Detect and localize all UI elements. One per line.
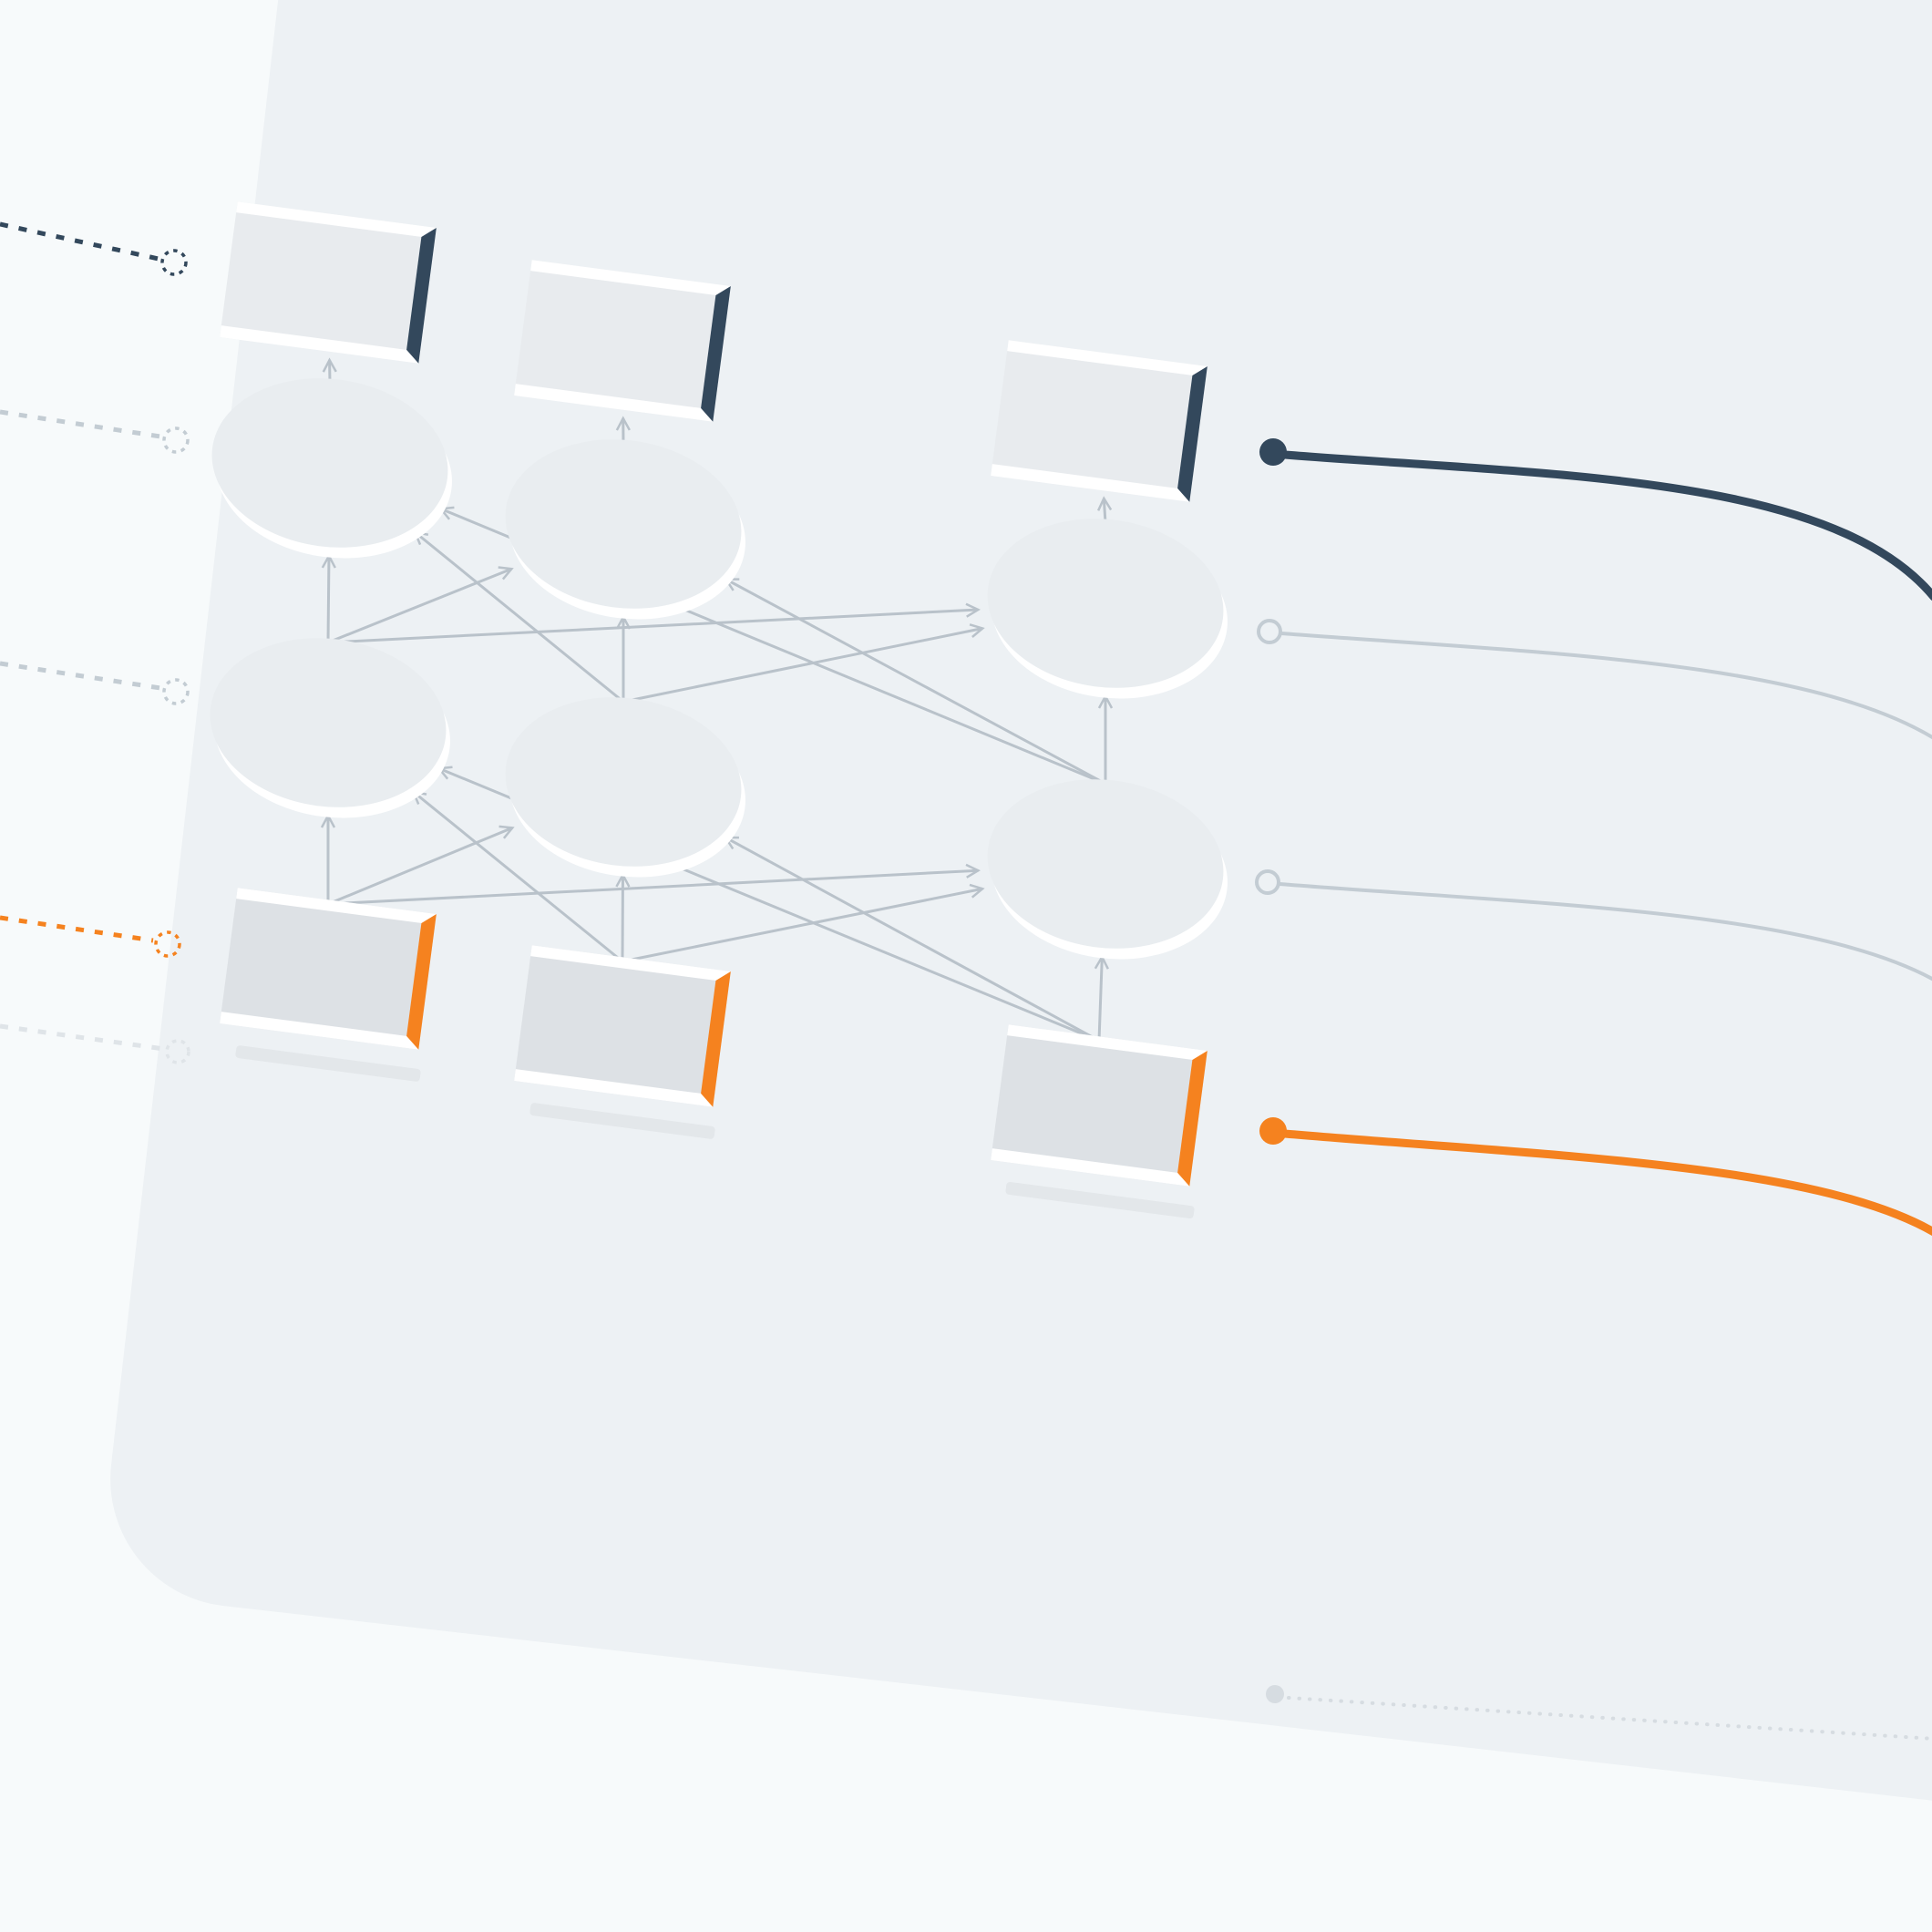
output-curve-3 xyxy=(1278,882,1932,981)
ellipse-6-disc xyxy=(977,765,1238,973)
arrow-box-bottom-2-to-ellipse-4 xyxy=(411,790,623,963)
arrow-ellipse-5-to-ellipse-1 xyxy=(413,530,624,704)
right-curve-connectors xyxy=(1255,438,1932,1237)
box-bottom-2-slab xyxy=(514,945,731,1107)
arrow-box-bottom-1-to-ellipse-6 xyxy=(327,863,981,906)
bottom-dotted-connector xyxy=(1266,1685,1932,1741)
left-dashed-connectors xyxy=(0,221,190,1064)
output-ring-3 xyxy=(1255,869,1280,895)
box-top-3-slab xyxy=(991,340,1208,502)
output-curve-4 xyxy=(1280,1129,1932,1237)
reflection-bar-3 xyxy=(1004,1181,1196,1219)
arrow-ellipse-6-to-ellipse-2 xyxy=(724,578,1106,786)
dashed-input-ring-5 xyxy=(165,1039,190,1064)
ellipse-1-disc xyxy=(201,364,463,572)
bottom-dot xyxy=(1266,1685,1284,1703)
arrow-ellipse-4-to-ellipse-3 xyxy=(327,602,981,644)
dashed-input-line-4 xyxy=(0,915,154,943)
reflection-bar-1 xyxy=(234,1044,422,1083)
ellipse-2-disc xyxy=(495,425,756,633)
box-top-2-slab xyxy=(514,260,731,422)
box-top-1-slab xyxy=(220,201,437,364)
arrow-ellipse-4-to-ellipse-2 xyxy=(327,566,514,644)
ellipse-5-disc xyxy=(495,683,756,891)
arrow-ellipse-4-to-ellipse-1 xyxy=(321,553,336,643)
reflection-bar-2 xyxy=(529,1102,716,1140)
arrow-box-bottom-3-to-ellipse-5 xyxy=(723,836,1100,1043)
dashed-input-line-5 xyxy=(0,1023,165,1052)
dashed-input-ring-1 xyxy=(160,249,188,276)
dashed-input-ring-4 xyxy=(154,930,181,958)
arrow-box-bottom-3-to-ellipse-6 xyxy=(1094,954,1109,1042)
output-curve-1 xyxy=(1280,450,1932,601)
bottom-dotted-line xyxy=(1287,1696,1932,1741)
arrow-box-bottom-2-to-ellipse-6 xyxy=(622,883,985,963)
box-bottom-1-slab xyxy=(220,888,437,1050)
output-ring-2 xyxy=(1257,619,1282,644)
dashed-input-line-2 xyxy=(0,409,161,439)
network-arrows xyxy=(320,357,1114,1043)
dashed-input-line-3 xyxy=(0,661,161,691)
dashed-input-ring-3 xyxy=(162,678,190,705)
arrow-box-bottom-1-to-ellipse-5 xyxy=(327,825,515,906)
arrow-ellipse-5-to-ellipse-3 xyxy=(622,623,985,704)
ellipse-3-disc xyxy=(977,504,1238,713)
output-dot-1 xyxy=(1259,438,1287,466)
output-dot-4 xyxy=(1259,1117,1287,1145)
output-curve-2 xyxy=(1279,632,1932,740)
dashed-input-line-1 xyxy=(0,221,159,262)
dashed-input-ring-2 xyxy=(162,426,190,454)
ellipse-4-disc xyxy=(200,623,461,832)
box-bottom-3-slab xyxy=(991,1024,1208,1187)
